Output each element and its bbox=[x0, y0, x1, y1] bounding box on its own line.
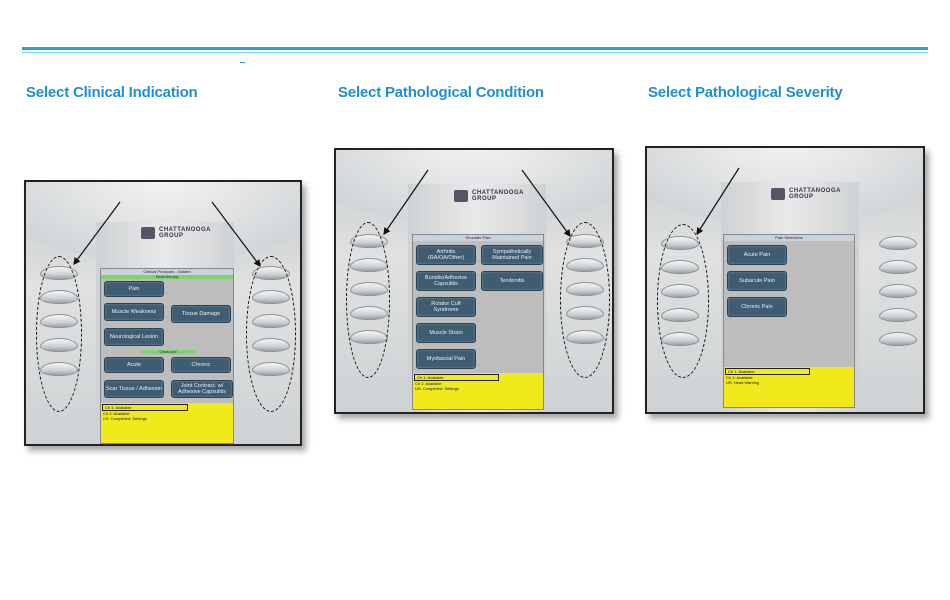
logo-icon bbox=[454, 190, 468, 202]
bursitis-button[interactable]: Bursitis/Adhesive Capsulitis bbox=[416, 271, 476, 291]
right-keys-highlight bbox=[560, 222, 610, 378]
heading-pathological-severity: Select Pathological Severity bbox=[648, 84, 843, 101]
heading-pathological-condition: Select Pathological Condition bbox=[338, 84, 544, 101]
logo-text-1: CHATTANOOGA bbox=[159, 227, 211, 233]
device-panel-condition: CHATTANOOGA GROUP Shoulder Pain Arthriti… bbox=[334, 148, 614, 414]
logo-icon bbox=[771, 188, 785, 200]
status-ch1: Ch 1: Available bbox=[102, 404, 188, 411]
left-keys-highlight bbox=[346, 222, 390, 378]
status-us: US: Head Warning bbox=[726, 380, 760, 385]
chronic-button[interactable]: Chronic bbox=[171, 357, 231, 373]
chronic-pain-button[interactable]: Chronic Pain bbox=[727, 297, 787, 317]
myofascial-pain-button[interactable]: Myofascial Pain bbox=[416, 349, 476, 369]
device-screen: Clinical Protocols - Guided Electrothera… bbox=[100, 268, 234, 444]
header-tick bbox=[240, 62, 245, 63]
status-us: US: Completed: Settings bbox=[103, 416, 147, 421]
logo-text-1: CHATTANOOGA bbox=[789, 188, 841, 194]
device-logo: CHATTANOOGA GROUP bbox=[771, 188, 841, 200]
left-keys-highlight bbox=[36, 256, 82, 412]
device-panel-clinical: CHATTANOOGA GROUP Clinical Protocols - G… bbox=[24, 180, 302, 446]
status-ch1: Ch 1: Available bbox=[725, 368, 810, 375]
status-area: Ch 1: Available Ch 2: Available US: Comp… bbox=[101, 403, 233, 443]
right-keys-highlight bbox=[246, 256, 296, 412]
status-area: Ch 1: Available Ch 2: Available US: Head… bbox=[724, 367, 854, 407]
sympathetically-maintained-pain-button[interactable]: Sympathetically Maintained Pain bbox=[481, 245, 543, 265]
acute-button[interactable]: Acute bbox=[104, 357, 164, 373]
logo-text-2: GROUP bbox=[472, 196, 497, 202]
status-area: Ch 1: Available Ch 2: Available US: Comp… bbox=[413, 373, 543, 409]
right-softkey-4[interactable] bbox=[879, 308, 917, 322]
heading-clinical-indication: Select Clinical Indication bbox=[26, 84, 198, 101]
header-rule-thin bbox=[22, 52, 928, 53]
logo-icon bbox=[141, 227, 155, 239]
rotator-cuff-button[interactable]: Rotator Cuff Syndrome bbox=[416, 297, 476, 317]
device-panel-severity: CHATTANOOGA GROUP Pain Selections Acute … bbox=[645, 146, 925, 414]
status-ch2: Ch 2: Available bbox=[415, 381, 442, 386]
tissue-damage-button[interactable]: Tissue Damage bbox=[171, 305, 231, 323]
device-screen: Pain Selections Acute Pain Subacute Pain… bbox=[723, 234, 855, 408]
acute-pain-button[interactable]: Acute Pain bbox=[727, 245, 787, 265]
subacute-pain-button[interactable]: Subacute Pain bbox=[727, 271, 787, 291]
device-logo: CHATTANOOGA GROUP bbox=[141, 227, 211, 239]
screen-title: Clinical Protocols - Guided bbox=[101, 269, 233, 275]
logo-text-2: GROUP bbox=[159, 233, 184, 239]
status-ch2: Ch 2: Available bbox=[103, 411, 130, 416]
pain-button[interactable]: Pain bbox=[104, 281, 164, 297]
device-logo: CHATTANOOGA GROUP bbox=[454, 190, 524, 202]
screen-title: Pain Selections bbox=[724, 235, 854, 241]
status-ch2: Ch 2: Available bbox=[726, 375, 753, 380]
logo-text-2: GROUP bbox=[789, 194, 814, 200]
tendonitis-button[interactable]: Tendonitis bbox=[481, 271, 543, 291]
scar-tissue-button[interactable]: Scar Tissue / Adhesion bbox=[104, 380, 164, 398]
logo-text-1: CHATTANOOGA bbox=[472, 190, 524, 196]
muscle-weakness-button[interactable]: Muscle Weakness bbox=[104, 303, 164, 321]
header-rule bbox=[22, 47, 928, 50]
status-ch1: Ch 1: Available bbox=[414, 374, 499, 381]
right-softkey-3[interactable] bbox=[879, 284, 917, 298]
section-label-electrotherapy: Electrotherapy bbox=[101, 275, 233, 279]
arthritis-button[interactable]: Arthritis (RA/OA/Other) bbox=[416, 245, 476, 265]
status-us: US: Completed: Settings bbox=[415, 386, 459, 391]
device-screen: Shoulder Pain Arthritis (RA/OA/Other) Sy… bbox=[412, 234, 544, 410]
muscle-strain-button[interactable]: Muscle Strain bbox=[416, 323, 476, 343]
screen-title: Shoulder Pain bbox=[413, 235, 543, 241]
joint-contract-button[interactable]: Joint Contract. w/ Adhesive Capsulitis bbox=[171, 380, 233, 398]
right-softkey-1[interactable] bbox=[879, 236, 917, 250]
right-softkey-5[interactable] bbox=[879, 332, 917, 346]
section-label-ultrasound: Ultrasound bbox=[141, 350, 195, 354]
left-keys-highlight bbox=[657, 224, 709, 378]
neurological-lesion-button[interactable]: Neurological Lesion bbox=[104, 328, 164, 346]
right-softkey-2[interactable] bbox=[879, 260, 917, 274]
